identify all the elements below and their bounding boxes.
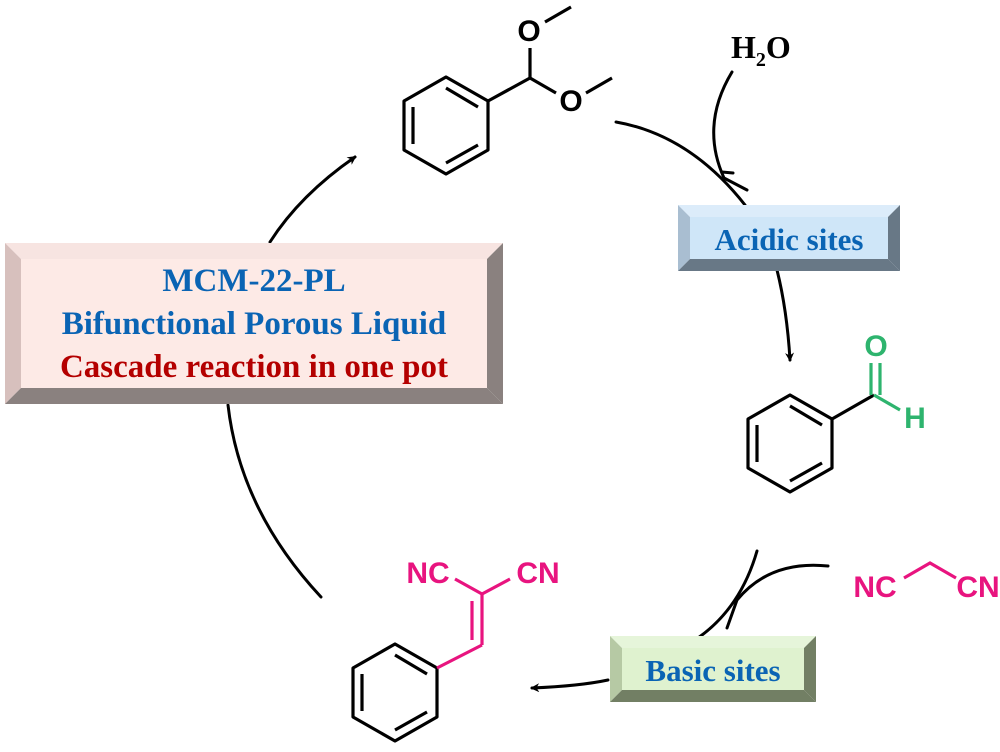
product-cn: CN — [516, 557, 559, 590]
basic-bevel-bottom — [610, 690, 816, 702]
acidic-bevel-bottom — [678, 259, 900, 271]
acidic-sites-box: Acidic sites — [678, 205, 900, 271]
water-o: O — [766, 29, 791, 65]
title-box-bevel-right — [487, 243, 503, 404]
water-hook-barb — [720, 170, 735, 175]
acetal-molecule — [402, 5, 613, 176]
acetal-bond-ring-C — [487, 76, 531, 103]
acetal-o-top: O — [517, 15, 540, 48]
acetal-benzene-ring — [402, 75, 490, 176]
acetal-bond-Otop-Me — [544, 5, 572, 24]
acetal-bond-Obottom-Me — [585, 76, 613, 95]
product-molecule — [351, 577, 511, 743]
benzaldehyde-o: O — [864, 330, 887, 363]
arrow-water-hook — [712, 70, 749, 192]
arrow-acetal-to-acidic — [614, 120, 747, 207]
product-bond-c-nc — [454, 577, 483, 596]
malononitrile-reagent: NC CN — [853, 561, 1000, 604]
water-formula: H2O — [731, 29, 791, 71]
title-line-2: Bifunctional Porous Liquid — [62, 306, 447, 342]
basic-bevel-top — [610, 636, 816, 648]
arrow-product-to-box — [226, 403, 323, 599]
malononitrile-nc: NC — [853, 571, 896, 604]
basic-bevel-left — [610, 636, 622, 702]
basic-sites-box: Basic sites — [610, 636, 816, 702]
basic-sites-label: Basic sites — [645, 653, 780, 688]
arrow-basic-to-product — [530, 678, 610, 693]
title-box-bevel-bottom — [5, 388, 503, 404]
malononitrile-bonds — [903, 561, 957, 580]
title-box-bevel-top — [5, 243, 503, 259]
arrow-box-to-acetal — [268, 155, 357, 244]
title-line-1: MCM-22-PL — [162, 263, 345, 299]
product-benzene-ring — [351, 642, 439, 743]
water-subscript: 2 — [756, 49, 766, 71]
acidic-sites-label: Acidic sites — [715, 222, 864, 257]
product-ring-double-3 — [394, 710, 428, 732]
acetal-o-bottom: O — [559, 85, 582, 118]
acidic-face — [690, 217, 888, 259]
acetal-bond-C-Obottom — [529, 76, 557, 95]
product-nc: NC — [406, 557, 449, 590]
product-bond-c-cn — [481, 577, 511, 596]
benzaldehyde-bond-ring-C — [831, 393, 875, 421]
title-box-bevel-left — [5, 243, 21, 404]
benzaldehyde-benzene-ring — [746, 393, 834, 494]
benzaldehyde-ring-double-3 — [789, 461, 823, 483]
title-box: MCM-22-PL Bifunctional Porous Liquid Cas… — [5, 243, 503, 404]
water-reagent: H2O — [731, 29, 791, 71]
water-h: H — [731, 29, 756, 65]
basic-face — [622, 648, 804, 690]
benzaldehyde-h: H — [904, 402, 926, 435]
arrow-malononitrile-hook — [725, 563, 830, 630]
benzaldehyde-molecule — [746, 363, 901, 494]
acetal-ring-double-2 — [445, 86, 479, 109]
arrow-benzaldehyde-to-basic — [693, 549, 759, 642]
benzaldehyde-ch-bond — [873, 393, 901, 412]
acidic-bevel-right — [888, 205, 900, 271]
product-ring-double-2 — [394, 653, 428, 676]
arrow-acidic-to-benzaldehyde — [775, 268, 795, 362]
malononitrile-cn: CN — [956, 571, 999, 604]
cycle-arrows — [226, 70, 830, 693]
title-box-face — [21, 259, 487, 388]
acetal-ring-double-3 — [445, 143, 479, 165]
product-bond-ring-CH — [436, 643, 483, 670]
title-line-3: Cascade reaction in one pot — [60, 349, 448, 385]
acidic-bevel-top — [678, 205, 900, 217]
basic-bevel-right — [804, 636, 816, 702]
benzaldehyde-ring-double-2 — [789, 404, 823, 427]
acidic-bevel-left — [678, 205, 690, 271]
